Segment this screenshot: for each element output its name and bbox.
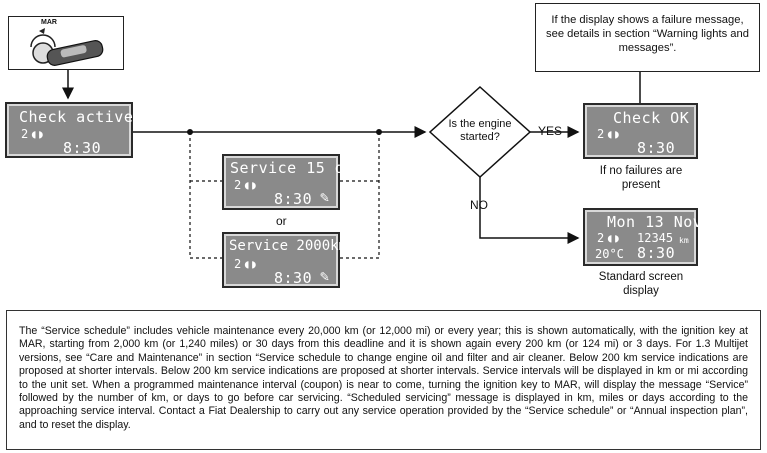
clock-time: 8:30 <box>637 244 676 262</box>
lcd-check-active: Check active 2 ◖◗ 8:30 <box>5 102 133 158</box>
description-text: The “Service schedule” includes vehicle … <box>19 325 748 431</box>
fuel-icon: ◖◗ <box>243 257 258 271</box>
lcd-date: Mon 13 Nov <box>607 213 703 231</box>
fuel-icon: ◖◗ <box>606 127 621 141</box>
trip-value: 12345 <box>637 231 674 245</box>
odometer-value: 2 <box>234 178 242 192</box>
odometer-value: 2 <box>234 257 242 271</box>
odometer-value: 2 <box>597 231 605 245</box>
odometer-value: 2 <box>21 127 29 141</box>
clock-time: 8:30 <box>274 269 313 287</box>
lcd-check-ok: Check OK 2 ◖◗ 8:30 <box>583 103 698 159</box>
mar-label: MAR <box>41 19 57 26</box>
standard-caption: Standard screen display <box>598 271 684 297</box>
fuel-icon: ◖◗ <box>606 231 621 245</box>
wrench-icon: ✎ <box>320 188 330 206</box>
check-ok-caption: If no failures are present <box>599 165 683 191</box>
service-dashed-branch <box>189 132 380 259</box>
lcd-service-km: Service 2000km 2 ◖◗ 8:30 ✎ <box>222 232 347 288</box>
lcd-line1: Check active <box>19 108 134 126</box>
no-label: NO <box>470 198 488 212</box>
decision-text: Is the engine started? <box>448 118 512 143</box>
or-label: or <box>276 214 287 228</box>
ignition-key-illustration: MAR <box>8 16 124 70</box>
odometer-value: 2 <box>597 127 605 141</box>
fuel-icon: ◖◗ <box>30 127 45 141</box>
fuel-icon: ◖◗ <box>243 178 258 192</box>
lcd-line1: Service 2000km <box>229 238 348 254</box>
temperature-value: 20°C <box>595 247 624 261</box>
lcd-line1: Service 15 dd <box>230 159 354 177</box>
failure-note-box: If the display shows a failure message, … <box>535 3 760 72</box>
service-schedule-description: The “Service schedule” includes vehicle … <box>6 310 761 450</box>
clock-time: 8:30 <box>637 139 676 157</box>
lcd-service-days: Service 15 dd 2 ◖◗ 8:30 ✎ <box>222 154 353 210</box>
clock-time: 8:30 <box>63 139 102 157</box>
yes-label: YES <box>538 124 563 138</box>
wrench-icon: ✎ <box>320 267 330 285</box>
trip-unit: km <box>679 236 689 245</box>
lcd-standard-screen: Mon 13 Nov 2 ◖◗ 12345 km 20°C 8:30 <box>583 208 702 266</box>
key-icon <box>30 28 104 66</box>
failure-note-text: If the display shows a failure message, … <box>546 14 749 54</box>
lcd-line1: Check OK <box>613 109 690 127</box>
arrow-no <box>479 177 580 244</box>
clock-time: 8:30 <box>274 190 313 208</box>
